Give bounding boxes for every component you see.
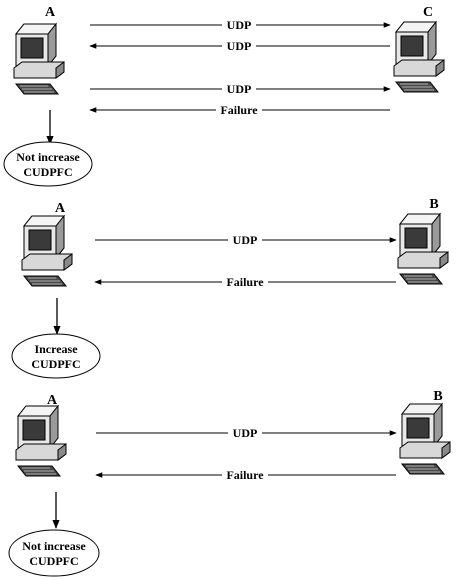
computer-icon <box>393 21 445 93</box>
result-text-line2: CUDPFC <box>29 554 78 568</box>
result-text-line1: Not increase <box>16 150 80 164</box>
scenario-2: A B UDP Failure Increase CUDPFC <box>11 197 449 379</box>
message-label: Failure <box>220 103 258 117</box>
computer-icon <box>13 23 65 95</box>
node-label-right: C <box>423 5 433 20</box>
computer-icon <box>399 403 451 475</box>
computer-icon <box>397 213 449 285</box>
message-label: UDP <box>227 18 252 32</box>
node-label-right: B <box>433 389 442 404</box>
node-label-right: B <box>429 197 438 212</box>
message-label: Failure <box>226 275 264 289</box>
computer-icon <box>21 215 73 287</box>
message-label: UDP <box>227 39 252 53</box>
result-text-line1: Not increase <box>22 539 86 553</box>
result-text-line2: CUDPFC <box>31 357 80 371</box>
scenario-1: A C UDP UDP UDP Failure Not increase CUD… <box>3 5 445 187</box>
node-label-left: A <box>47 393 58 408</box>
computer-icon <box>15 405 67 477</box>
result-oval <box>8 529 100 577</box>
result-oval <box>3 141 93 187</box>
result-text-line1: Increase <box>34 342 78 356</box>
node-label-left: A <box>45 5 56 20</box>
node-label-left: A <box>55 201 66 216</box>
message-label: Failure <box>226 468 264 482</box>
scenario-3: A B UDP Failure Not increase CUDPFC <box>8 389 451 577</box>
message-label: UDP <box>227 82 252 96</box>
result-text-line2: CUDPFC <box>23 165 72 179</box>
message-label: UDP <box>233 233 258 247</box>
message-label: UDP <box>233 426 258 440</box>
result-oval <box>11 333 101 379</box>
